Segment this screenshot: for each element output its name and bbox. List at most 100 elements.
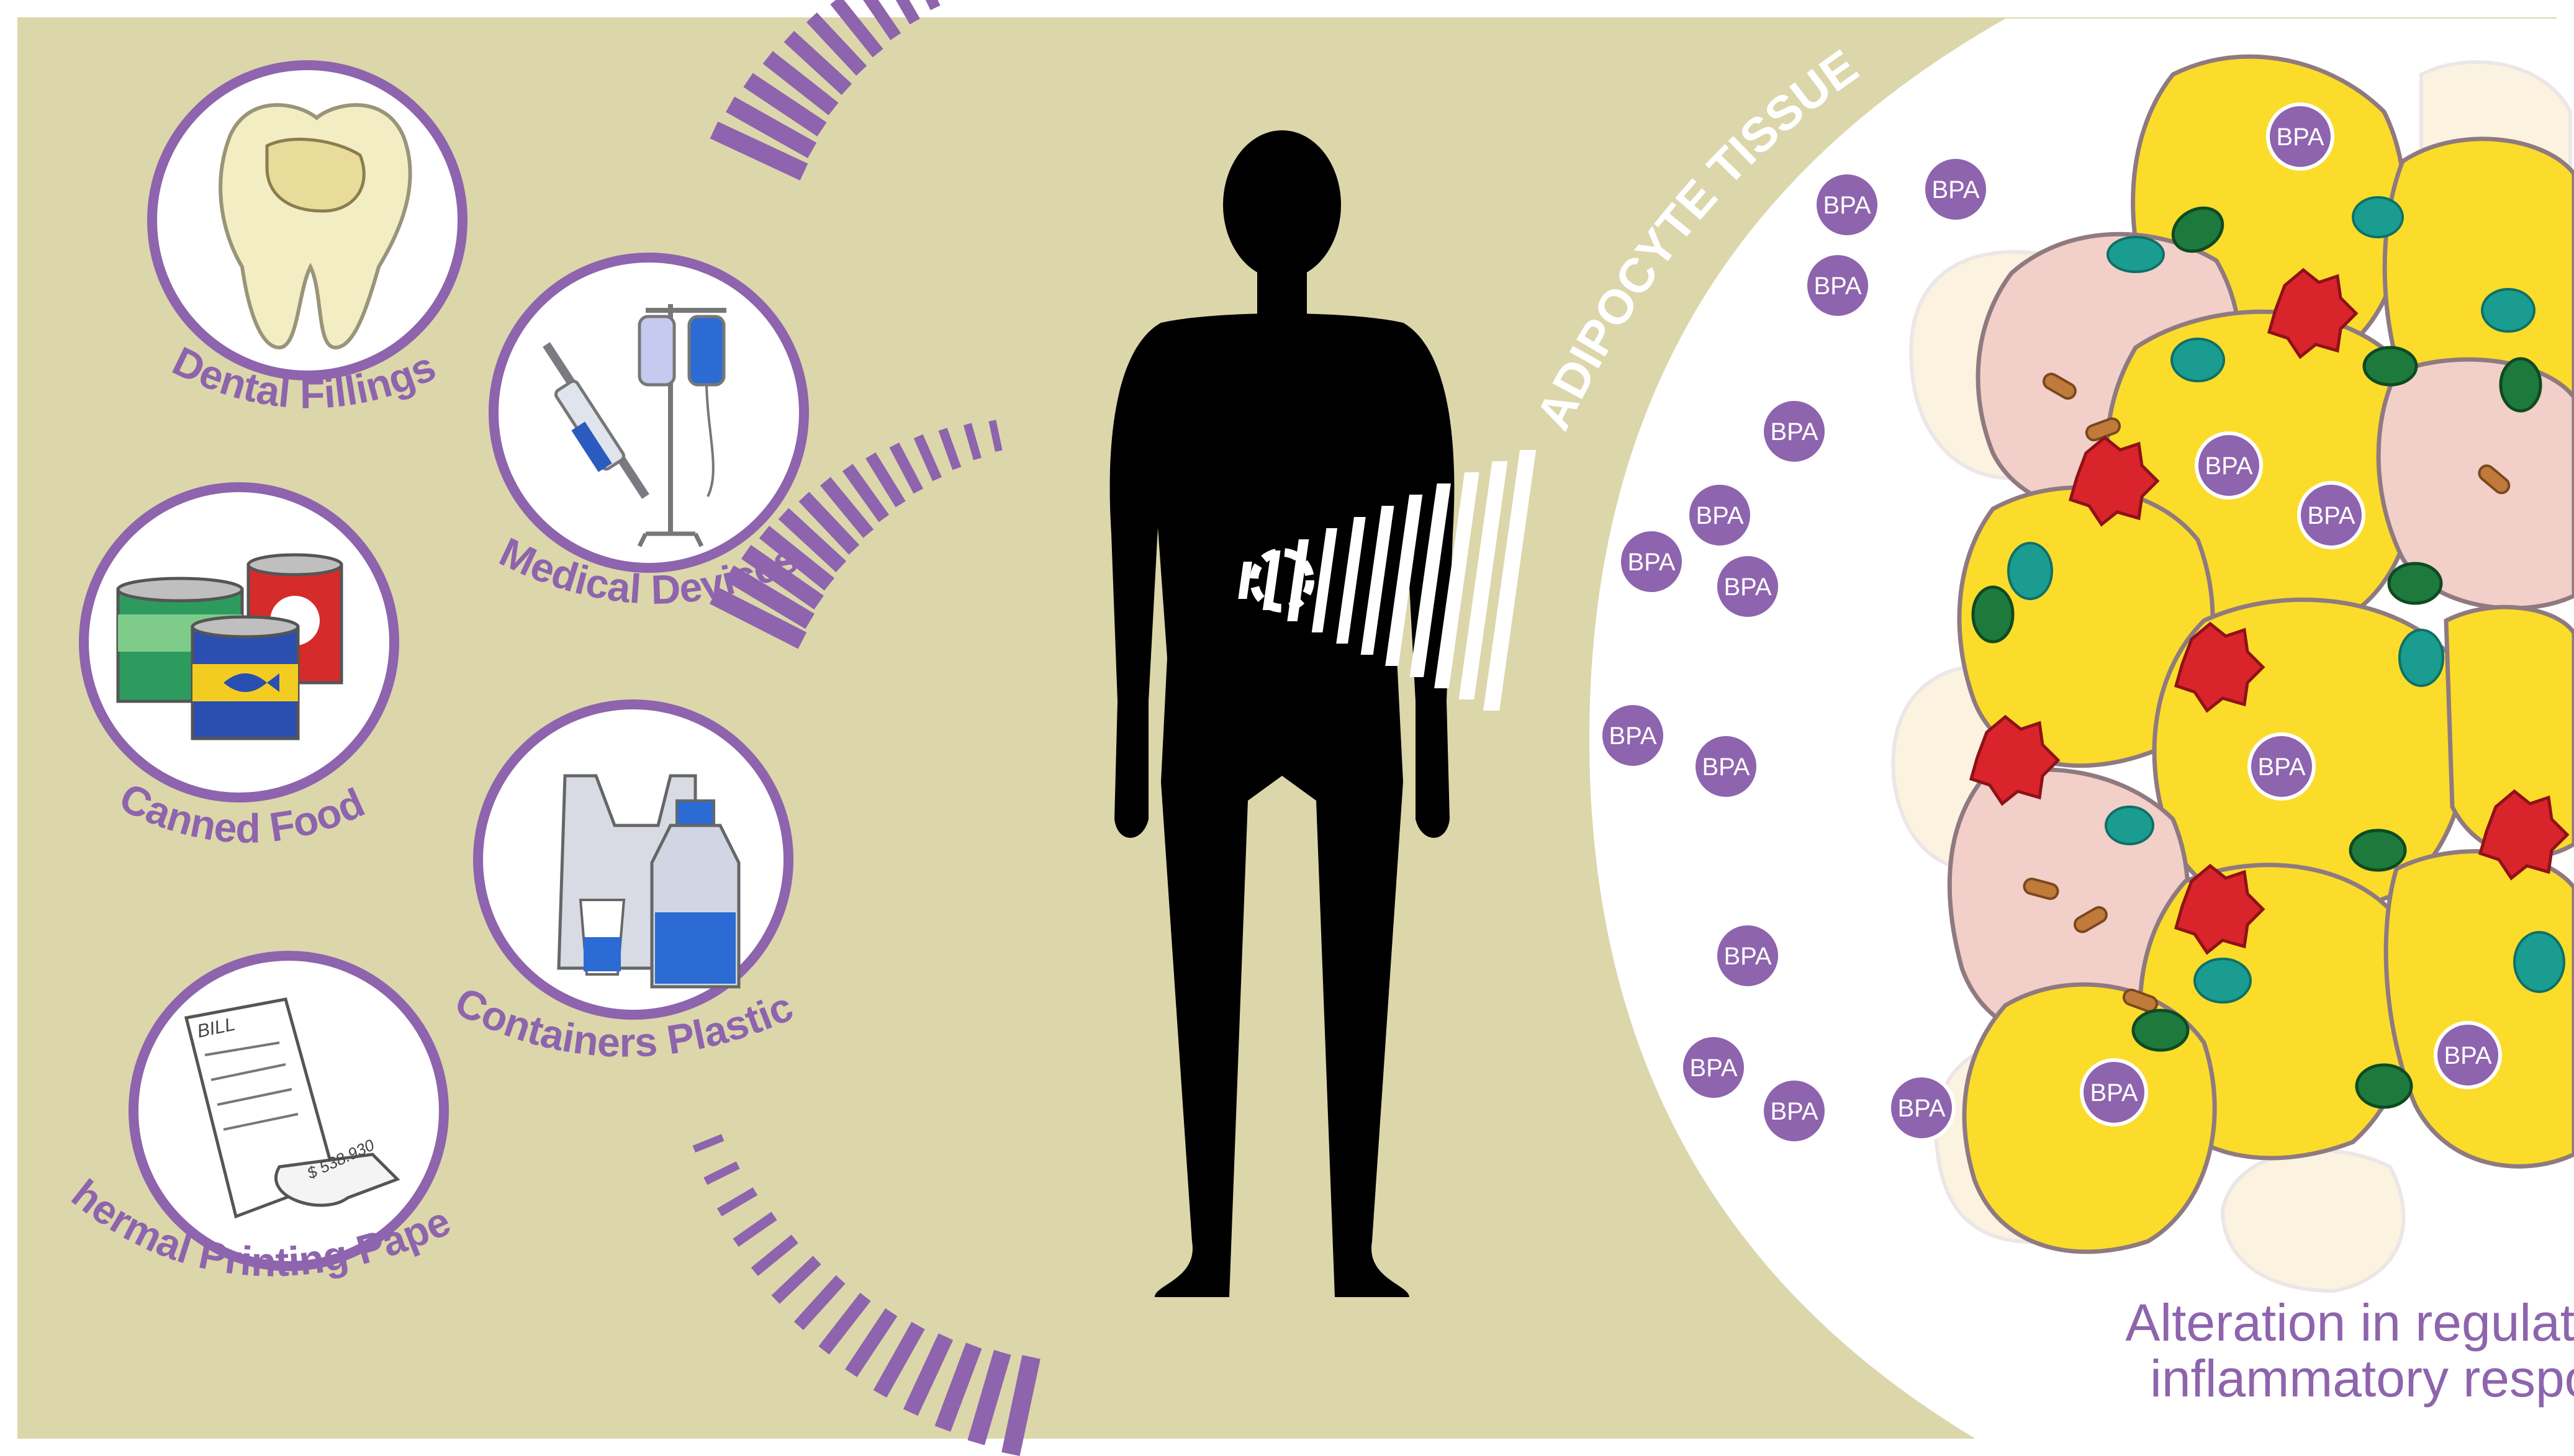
human-silhouette <box>1109 130 1455 1297</box>
beam-stripe <box>1434 472 1479 688</box>
svg-text:BPA: BPA <box>1931 176 1979 204</box>
beam-stripe <box>1458 461 1508 699</box>
bottle-bag-icon <box>557 774 741 989</box>
beam-stripe <box>1483 450 1537 711</box>
lymphocyte <box>2355 1063 2413 1109</box>
svg-text:BPA: BPA <box>1723 943 1771 970</box>
beam-stripe <box>1360 506 1394 655</box>
mitochondrion <box>2043 372 2077 400</box>
svg-text:BPA: BPA <box>1770 418 1818 446</box>
macrophage <box>1969 714 2061 806</box>
svg-text:BPA: BPA <box>1770 1098 1818 1125</box>
wave-dash <box>873 1321 925 1398</box>
wave-dash <box>818 1292 871 1355</box>
bpa-molecules: BPA BPA BPA BPA BPA BPA BPA BPA BPA BPA BPA BPA BPA B… <box>1599 102 2502 1145</box>
bpa-molecule: BPA <box>2080 1058 2148 1126</box>
wave-dash <box>865 452 906 508</box>
lymphocyte <box>2171 206 2224 253</box>
mitochondrion <box>2023 878 2059 901</box>
wave-dash <box>741 544 824 610</box>
beam-stripe <box>1385 495 1423 666</box>
wave-dash <box>934 1342 982 1432</box>
bpa-molecule: BPA <box>1760 1077 1828 1145</box>
wave-dash <box>709 587 807 649</box>
bpa-molecule: BPA <box>1686 481 1754 549</box>
lymphocyte <box>1971 585 2015 644</box>
bpa-molecule: BPA <box>2434 1021 2502 1089</box>
cell-nucleus <box>2170 338 2225 382</box>
beam-stripe <box>1311 528 1337 632</box>
bpa-molecule: BPA <box>1692 732 1760 801</box>
medical-devices-circle <box>489 253 809 573</box>
macrophage <box>2174 863 2265 955</box>
wave-dash <box>913 434 942 482</box>
wave-dash <box>778 508 847 573</box>
cell-nucleus <box>2107 236 2165 273</box>
bpa-molecule: BPA <box>1679 1033 1748 1102</box>
svg-text:BPA: BPA <box>2205 452 2252 480</box>
macrophage <box>2068 435 2160 527</box>
wave-dash <box>783 30 852 96</box>
wave-dash <box>938 428 962 470</box>
cell-nucleus <box>2481 288 2536 333</box>
bpa-molecule: BPA <box>1714 922 1782 990</box>
svg-text:BPA: BPA <box>1813 272 1861 300</box>
bpa-molecule: BPA <box>1599 701 1667 770</box>
wave-dash <box>762 51 839 115</box>
outcome-line-2: inflammatory response <box>2150 1349 2574 1408</box>
wave-dash <box>845 1308 898 1377</box>
svg-text:BPA: BPA <box>1627 549 1675 576</box>
bpa-molecule: BPA <box>1760 397 1828 465</box>
svg-text:BPA: BPA <box>1689 1054 1737 1082</box>
macrophage <box>2267 267 2359 359</box>
bpa-molecule: BPA <box>1887 1074 1956 1142</box>
wave-dash <box>963 423 982 461</box>
lymphocyte <box>2499 357 2542 413</box>
zoom-marker <box>1250 548 1314 613</box>
wave-dash <box>692 1134 725 1153</box>
lymphocyte <box>2349 829 2407 872</box>
bpa-molecule: BPA <box>2195 431 2263 500</box>
macrophage <box>2174 621 2265 713</box>
svg-text:BPA: BPA <box>1723 573 1771 601</box>
svg-text:BPA: BPA <box>1609 722 1656 750</box>
wave-dash <box>830 0 883 58</box>
wave-dash <box>820 477 874 538</box>
wave-dash <box>759 526 834 591</box>
mitochondrion <box>2074 906 2108 933</box>
bpa-molecule: BPA <box>1813 171 1881 239</box>
svg-text:BPA: BPA <box>2090 1079 2138 1107</box>
bpa-molecule: BPA <box>1617 528 1686 596</box>
mitochondrion <box>2478 464 2511 495</box>
zoom-beam <box>1238 450 1537 711</box>
beam-stripe <box>1262 550 1281 610</box>
cans-icon <box>116 553 343 740</box>
svg-text:BPA: BPA <box>1696 502 1743 529</box>
exposure-waves <box>692 0 1041 1456</box>
svg-text:BPA: BPA <box>1702 753 1750 781</box>
adipocyte-cluster <box>1891 54 2574 1293</box>
svg-text:BPA: BPA <box>1897 1095 1945 1122</box>
wave-dash <box>725 565 815 629</box>
lymphocyte <box>2387 562 2443 605</box>
bpa-molecule: BPA <box>1804 251 1872 320</box>
mitochondrion <box>2122 988 2159 1013</box>
tooth-icon <box>219 103 412 350</box>
beam-stripe <box>1287 539 1309 621</box>
bpa-molecule: BPA <box>2297 481 2365 549</box>
wave-dash <box>1001 1355 1041 1456</box>
svg-text:BPA: BPA <box>2276 124 2324 151</box>
bpa-molecule: BPA <box>2266 102 2334 171</box>
lymphocyte <box>2362 346 2418 387</box>
wave-dash <box>793 1275 846 1331</box>
beam-stripe <box>1336 517 1366 644</box>
bpa-molecule: BPA <box>1714 552 1782 621</box>
bpa-molecule: BPA <box>1921 155 1990 223</box>
wave-dash <box>703 1161 740 1185</box>
cell-nucleus <box>2105 806 2154 845</box>
wave-dash <box>895 0 920 25</box>
outcome-line-1: Alteration in regulation of <box>2125 1293 2574 1352</box>
cell-nucleus <box>2513 931 2565 993</box>
syringe-iv-icon <box>543 304 726 547</box>
